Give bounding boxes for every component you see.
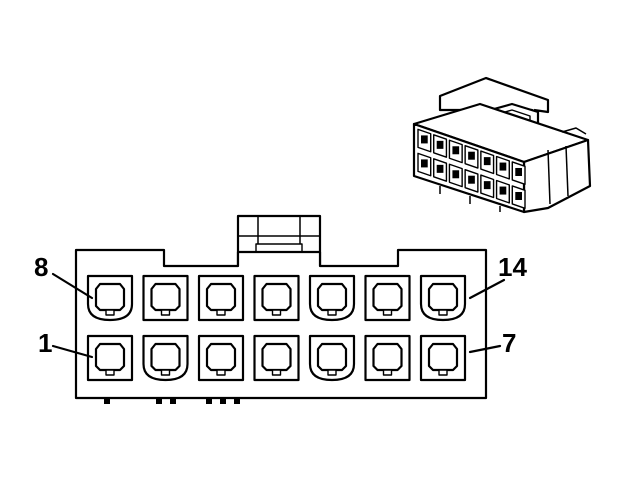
cavity-bottom-6 xyxy=(364,334,411,382)
cavity-bottom-2 xyxy=(142,334,189,382)
cavity-top-2 xyxy=(142,274,189,322)
cavity-top-1 xyxy=(86,274,134,322)
leader-14 xyxy=(468,278,506,300)
leader-1 xyxy=(51,344,94,359)
cavity-bottom-1 xyxy=(86,334,134,382)
cavity-top-6 xyxy=(364,274,411,322)
pin-label-8: 8 xyxy=(34,252,48,282)
cavity-top-3 xyxy=(197,274,245,322)
leader-7 xyxy=(468,344,502,354)
cavity-top-5 xyxy=(308,274,356,322)
bottom-keys xyxy=(104,398,240,404)
leader-8 xyxy=(51,272,94,300)
pin-callouts: 8 14 1 7 xyxy=(34,252,527,359)
connector-face xyxy=(74,214,488,404)
pin-label-14: 14 xyxy=(498,252,527,282)
connector-isometric-icon xyxy=(412,76,592,214)
cavity-grid xyxy=(86,274,467,382)
cavity-bottom-3 xyxy=(197,334,245,382)
cavity-bottom-7 xyxy=(419,334,467,382)
pin-label-7: 7 xyxy=(502,328,516,358)
pin-label-1: 1 xyxy=(38,328,52,358)
cavity-top-7 xyxy=(419,274,467,322)
cavity-bottom-4 xyxy=(253,334,300,382)
cavity-bottom-5 xyxy=(308,334,356,382)
cavity-top-4 xyxy=(253,274,300,322)
